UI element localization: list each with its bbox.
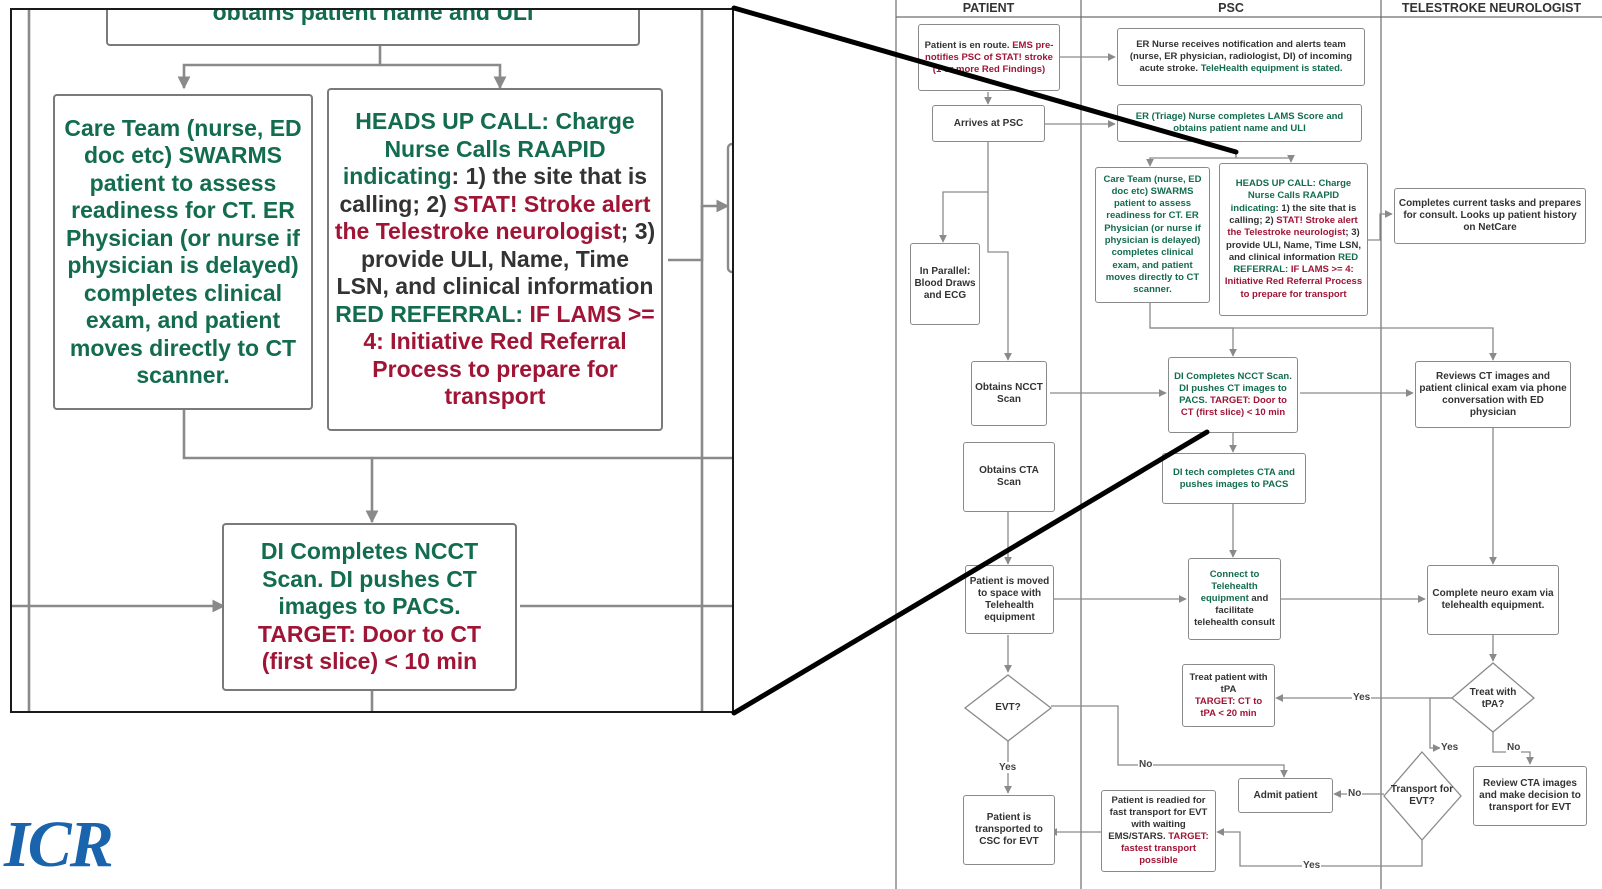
evt-diamond (963, 674, 1053, 742)
admit-patient-box: Admit patient (1238, 778, 1333, 813)
lane-header-telestroke: TELESTROKE NEUROLOGIST (1401, 1, 1582, 15)
connect-telehealth-box: Connect to Telehealth equipment and faci… (1188, 558, 1281, 640)
patient-moved-box: Patient is moved to space with Telehealt… (965, 565, 1054, 634)
obtains-ncct-box: Obtains NCCT Scan (971, 361, 1047, 426)
patient-readied-box: Patient is readied for fast transport fo… (1101, 790, 1216, 872)
edge-label-no: No (1347, 788, 1363, 799)
er-nurse-text: ER Nurse receives notification and alert… (1129, 39, 1353, 74)
zoom-di-ncct-box: DI Completes NCCT Scan. DI pushes CT ima… (222, 523, 517, 691)
care-team-swarms-box: Care Team (nurse, ED doc etc) SWARMS pat… (1095, 167, 1210, 303)
zoom-triage-box-partial: obtains patient name and ULI (106, 10, 640, 46)
triage-lams-box: ER (Triage) Nurse completes LAMS Score a… (1117, 104, 1362, 142)
reviews-ct-images-box: Reviews CT images and patient clinical e… (1415, 361, 1571, 428)
lane-header-patient: PATIENT (962, 1, 1015, 15)
edge-label-no: No (1138, 759, 1154, 770)
arrives-at-psc-box: Arrives at PSC (932, 105, 1045, 142)
edge-label-yes: Yes (998, 762, 1018, 773)
edge-label-yes: Yes (1302, 860, 1322, 871)
transport-diamond (1383, 751, 1462, 841)
transported-csc-box: Patient is transported to CSC for EVT (963, 795, 1055, 865)
en-route-text: Patient is en route. (924, 39, 1010, 51)
edge-label-yes: Yes (1440, 742, 1460, 753)
zoom-heads-up-box: HEADS UP CALL: Charge Nurse Calls RAAPID… (327, 88, 663, 431)
telehealth-stated-text: TeleHealth equipment is stated. (1200, 63, 1343, 74)
di-ncct-box: DI Completes NCCT Scan. DI pushes CT ima… (1168, 357, 1298, 433)
heads-up-call-box: HEADS UP CALL: Charge Nurse Calls RAAPID… (1219, 163, 1368, 316)
review-cta-decision-box: Review CTA images and make decision to t… (1473, 766, 1587, 826)
evt-question: EVT? (995, 702, 1021, 713)
er-nurse-notification-box: ER Nurse receives notification and alert… (1117, 28, 1365, 86)
zoom-inset: obtains patient name and ULI Care Team (… (10, 8, 734, 713)
zoom-care-team-box: Care Team (nurse, ED doc etc) SWARMS pat… (53, 94, 313, 410)
zoom-connectors (12, 10, 732, 711)
edge-label-no: No (1506, 742, 1522, 753)
icr-logo: ICR (4, 808, 114, 881)
ems-prenotify-text: EMS pre-notifies PSC of STAT! stroke (1 … (925, 39, 1054, 75)
neuro-exam-box: Complete neuro exam via telehealth equip… (1427, 565, 1559, 635)
di-tech-cta-box: DI tech completes CTA and pushes images … (1162, 453, 1306, 504)
treat-diamond (1450, 662, 1536, 733)
transport-evt-question: Transport for EVT? (1390, 784, 1454, 807)
treat-tpa-question: Treat with tPA? (1469, 687, 1517, 710)
parallel-blood-ecg-box: In Parallel: Blood Draws and ECG (910, 243, 980, 325)
edge-label-yes: Yes (1352, 692, 1372, 703)
obtains-cta-box: Obtains CTA Scan (963, 442, 1055, 512)
completes-current-tasks-box: Completes current tasks and prepares for… (1394, 188, 1586, 244)
lane-header-psc: PSC (1218, 1, 1244, 15)
